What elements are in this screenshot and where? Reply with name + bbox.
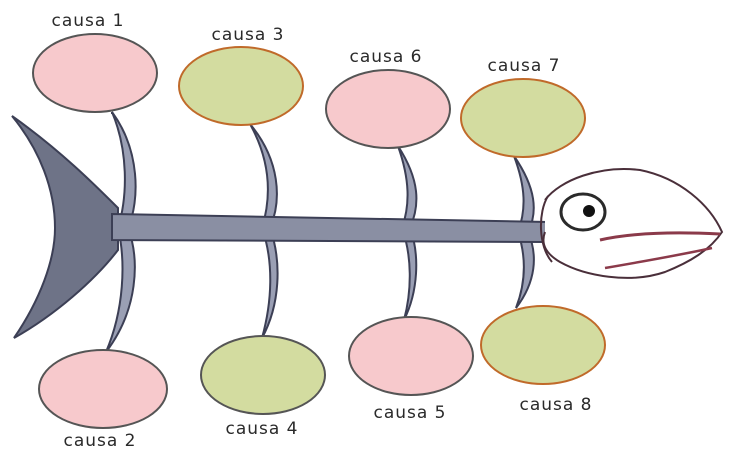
cause-oval bbox=[349, 317, 473, 395]
cause-label: causa 1 bbox=[51, 11, 124, 31]
fish-pupil bbox=[583, 205, 595, 217]
cause-oval bbox=[33, 34, 157, 112]
cause-node-1: causa 1 bbox=[33, 11, 157, 112]
cause-label: causa 6 bbox=[349, 47, 422, 67]
cause-node-4: causa 4 bbox=[201, 336, 325, 439]
cause-node-2: causa 2 bbox=[39, 350, 167, 451]
cause-oval bbox=[179, 47, 303, 125]
cause-oval bbox=[461, 79, 585, 157]
cause-label: causa 7 bbox=[487, 56, 560, 76]
cause-label: causa 2 bbox=[63, 431, 136, 451]
cause-node-8: causa 8 bbox=[481, 306, 605, 415]
fish-tail bbox=[12, 116, 118, 338]
cause-node-6: causa 6 bbox=[326, 47, 450, 148]
fish-eye bbox=[561, 194, 605, 230]
cause-node-3: causa 3 bbox=[179, 25, 303, 125]
cause-node-5: causa 5 bbox=[349, 317, 473, 423]
cause-label: causa 3 bbox=[211, 25, 284, 45]
cause-label: causa 5 bbox=[373, 403, 446, 423]
cause-node-7: causa 7 bbox=[461, 56, 585, 157]
cause-oval bbox=[326, 70, 450, 148]
cause-oval bbox=[201, 336, 325, 414]
cause-label: causa 8 bbox=[519, 395, 592, 415]
fish-spine bbox=[112, 214, 554, 242]
cause-oval bbox=[39, 350, 167, 428]
cause-oval bbox=[481, 306, 605, 384]
cause-label: causa 4 bbox=[225, 419, 298, 439]
